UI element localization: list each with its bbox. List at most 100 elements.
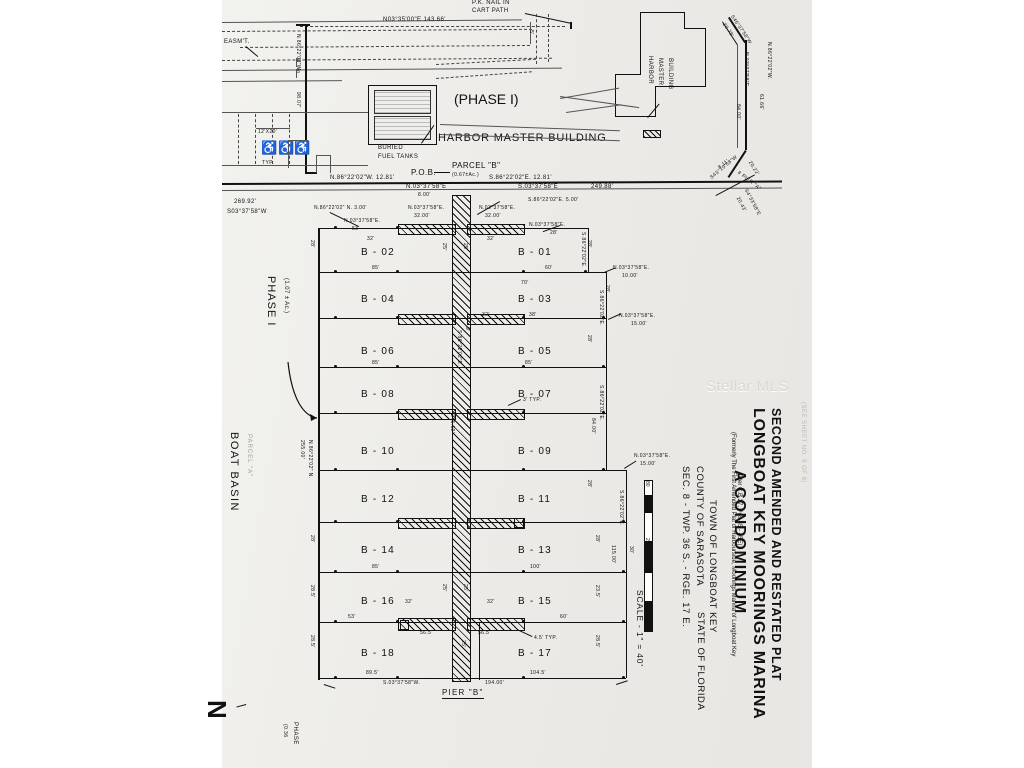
bearing-step-10: N.03°37'58"E. xyxy=(613,265,650,271)
hm-outline xyxy=(655,86,657,116)
dim-col-285: 28.5' xyxy=(309,635,315,648)
bearing-hm-ne-3: N.03°37'58"E. xyxy=(743,52,749,89)
dim-right-col-84: 84.00' xyxy=(590,418,596,434)
stall-divider xyxy=(255,114,256,164)
dim-walk-w-right: 32' xyxy=(482,312,490,318)
scale-tick: 80 xyxy=(644,481,650,487)
bearing-bottom: S.03°37'58"W. xyxy=(383,680,421,686)
dim-walk-25: 25' xyxy=(460,640,466,648)
bearing-left-255: N.86°22'02" N. xyxy=(307,440,313,479)
hm-outline xyxy=(615,116,656,118)
berth-label: B - 15 xyxy=(518,596,552,607)
title-line-2: LONGBOAT KEY MOORINGS MARINA xyxy=(750,408,767,720)
dim-col-28: 28' xyxy=(604,285,610,293)
finger-pier xyxy=(467,314,525,325)
dim-walk-left: 32.00' xyxy=(414,213,430,219)
bearing-right-col-84: S.86°22'02"E. xyxy=(598,385,604,422)
dim-walk-25: 25' xyxy=(462,584,468,592)
berth-label: B - 06 xyxy=(361,346,395,357)
dim-col-30: 30' xyxy=(628,546,634,554)
parking-row-top xyxy=(222,112,368,114)
phase-one-top-label: (PHASE I) xyxy=(454,91,519,107)
pier-stub xyxy=(514,518,524,528)
pier-stub xyxy=(400,620,409,630)
dim-hm-ne-2: 61.66' xyxy=(758,94,764,110)
grid-east-step xyxy=(606,272,608,470)
berth-label: B - 09 xyxy=(518,446,552,457)
berth-label: B - 13 xyxy=(518,545,552,556)
dim-walk-25: 25' xyxy=(441,243,447,251)
fuel-tank xyxy=(374,116,431,140)
berth-label: B - 14 xyxy=(361,545,395,556)
boundary-jog xyxy=(330,155,332,173)
curb xyxy=(288,140,308,142)
top-bearing-line xyxy=(300,26,565,27)
berth-label: B - 16 xyxy=(361,596,395,607)
fuel-tank-box xyxy=(368,85,437,145)
bearing-center-walk: S.86°22'02"E. xyxy=(456,330,462,367)
west-boundary xyxy=(305,24,308,172)
bearing-hm-ne-2: N.86°22'02"W. xyxy=(766,42,772,80)
dim-right-width: 104.5' xyxy=(530,670,546,676)
easement-label: EASM'T. xyxy=(224,39,250,45)
dim-right-head: 28' xyxy=(550,230,558,236)
phase-one-left-label: PHASE I xyxy=(265,276,277,327)
dim-step-10: 10.00' xyxy=(622,273,638,279)
boundary-jog xyxy=(305,172,317,174)
berth-label: B - 01 xyxy=(518,247,552,258)
title-town: TOWN OF LONGBOAT KEY xyxy=(707,500,718,633)
bearing-walk-right: N.03°37'58"E. xyxy=(479,205,516,211)
dim-right-width: 100' xyxy=(530,564,541,570)
grid-east-step xyxy=(606,470,626,472)
finger-pier xyxy=(467,409,525,420)
phase-bottom-label: PHASE xyxy=(292,722,298,745)
grid-east-step xyxy=(588,228,590,272)
bearing-pob: N.03°37'58"E xyxy=(406,184,447,190)
walk-dash xyxy=(536,14,537,64)
parking-typ-label: 12'X20' xyxy=(258,129,278,135)
west-boundary-cap xyxy=(296,24,310,26)
grid-row-line xyxy=(318,678,626,680)
dim-left-width: 85' xyxy=(372,360,380,366)
stellar-mls-watermark: Stellar MLS xyxy=(706,378,790,395)
dim-right-width: 60' xyxy=(545,265,553,271)
berth-label: B - 07 xyxy=(518,389,552,400)
hm-vertical-label-3: BUILDING xyxy=(667,58,673,90)
phase-leader-arrow xyxy=(287,361,318,421)
dim-hm-ne-3: 84.00' xyxy=(735,104,741,120)
berth-label: B - 17 xyxy=(518,648,552,659)
stall-divider xyxy=(238,114,239,164)
scale-bar xyxy=(639,480,657,632)
bearing-pob-west: N.86°22'02"W. 12.81' xyxy=(330,175,395,181)
bearing-east-12: S.86°22'02"E. 12.81' xyxy=(489,175,552,181)
scale-tick: 20 xyxy=(644,538,650,544)
berth-label: B - 03 xyxy=(518,294,552,305)
hm-outline xyxy=(655,86,706,88)
dim-walk-w-left: 32' xyxy=(405,599,413,605)
finger-pier xyxy=(398,224,456,235)
dim-typ-45: 4.5' TYP. xyxy=(534,635,558,641)
bearing-right-col-115: S.86°22'02"E. xyxy=(618,490,624,527)
title-line-1: SECOND AMENDED AND RESTATED PLAT xyxy=(769,408,783,682)
dim-565-right: 56.5' xyxy=(478,630,491,636)
dim-east-main: 249.88' xyxy=(591,184,614,190)
curb xyxy=(288,140,289,168)
hm-hatch xyxy=(643,130,661,138)
pier-b-label: PIER "B" xyxy=(442,688,484,699)
dim-bottom: 194.00' xyxy=(485,680,505,686)
dim-walk-25: 25' xyxy=(441,584,447,592)
dim-right-col-115: 115.00' xyxy=(610,545,616,564)
dim-col-235: 23.5' xyxy=(594,585,600,598)
dim-right-width: 85' xyxy=(525,360,533,366)
pier-b-centerline xyxy=(479,622,481,680)
boat-basin-parcel: PARCEL "A" xyxy=(246,434,252,478)
stall-divider xyxy=(289,114,290,164)
dim-step-15a: 15.00' xyxy=(631,321,647,327)
hm-outline xyxy=(684,12,686,28)
berth-label: B - 10 xyxy=(361,446,395,457)
title-section: SEC. 8 - TWP. 36 S. - RGE. 17 E. xyxy=(680,466,691,628)
dim-565-left: 56.5' xyxy=(420,630,433,636)
dim-5ft: 5' xyxy=(297,58,302,64)
title-formerly-2: (Per C.B.27, Pgs 45 - 45E) xyxy=(736,474,742,546)
